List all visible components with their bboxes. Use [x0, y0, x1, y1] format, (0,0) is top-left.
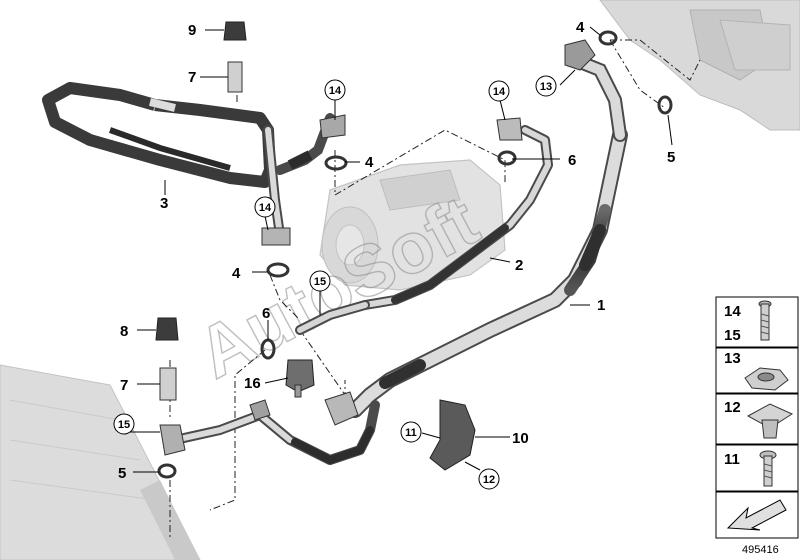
screw-icon [759, 450, 777, 487]
cap-9 [223, 21, 247, 41]
circled-callout-14: 14 [324, 79, 346, 101]
diagram-number: 495416 [742, 544, 779, 556]
circled-callout-13-text: 13 [540, 81, 552, 93]
circled-callout-11-text: 11 [405, 427, 417, 439]
hex-nut-icon [744, 367, 789, 391]
callout-9: 9 [188, 22, 196, 39]
circled-callout-15: 15 [113, 413, 135, 435]
bracket-10 [429, 399, 476, 471]
legend-label-11: 11 [724, 451, 740, 468]
circled-callout-15-text: 15 [118, 419, 130, 431]
circled-callout-12-text: 12 [483, 474, 495, 486]
legend-box-bolt [715, 296, 799, 348]
leader-lines [125, 26, 673, 473]
callout-6: 6 [568, 152, 576, 169]
clip-nut-icon [746, 403, 794, 439]
callout-8: 8 [120, 323, 128, 340]
cap-8 [155, 317, 179, 341]
circled-callout-14-text: 14 [493, 86, 506, 98]
callout-2: 2 [515, 257, 523, 274]
arrow-icon [726, 499, 787, 531]
callout-7: 7 [188, 69, 196, 86]
ghost-evaporator-housing [599, 0, 800, 131]
valve-core-7-bottom [159, 367, 177, 401]
valve-core-7-top [227, 61, 243, 93]
pressure-line-2 [295, 117, 553, 335]
circled-callout-11: 11 [400, 421, 422, 443]
fastener-legend: 14 15 13 12 11 [715, 296, 799, 539]
callout-3: 3 [160, 195, 168, 212]
liquid-line-lower [159, 399, 380, 465]
legend-label-12: 12 [724, 399, 741, 416]
circled-callout-14-text: 14 [259, 202, 272, 214]
circled-callout-12: 12 [478, 468, 500, 490]
circled-callout-15-text: 15 [314, 276, 326, 288]
circled-callout-14: 14 [254, 196, 276, 218]
suction-pipe-1 [324, 39, 628, 426]
ghost-compressor [319, 159, 506, 291]
pressure-sensor-16 [285, 359, 315, 398]
legend-label-15: 15 [724, 327, 741, 344]
legend-box-screw [715, 444, 799, 492]
callout-5: 5 [118, 465, 126, 482]
circled-callout-14-text: 14 [329, 85, 342, 97]
callout-4: 4 [365, 154, 374, 171]
circled-callout-13: 13 [535, 75, 557, 97]
legend-label-13: 13 [724, 350, 741, 367]
circled-callout-14: 14 [488, 80, 510, 102]
circled-callout-15: 15 [309, 270, 331, 292]
bolt-icon [758, 300, 772, 341]
o-rings [157, 30, 673, 479]
callout-7: 7 [120, 377, 128, 394]
legend-label-14: 14 [724, 303, 741, 320]
hose-line-3 [42, 82, 346, 246]
callout-4: 4 [576, 19, 585, 36]
callout-6: 6 [262, 305, 270, 322]
callout-4: 4 [232, 265, 241, 282]
callout-10: 10 [512, 430, 529, 447]
callout-16: 16 [244, 375, 261, 392]
callout-1: 1 [597, 297, 605, 314]
callout-5: 5 [667, 149, 675, 166]
